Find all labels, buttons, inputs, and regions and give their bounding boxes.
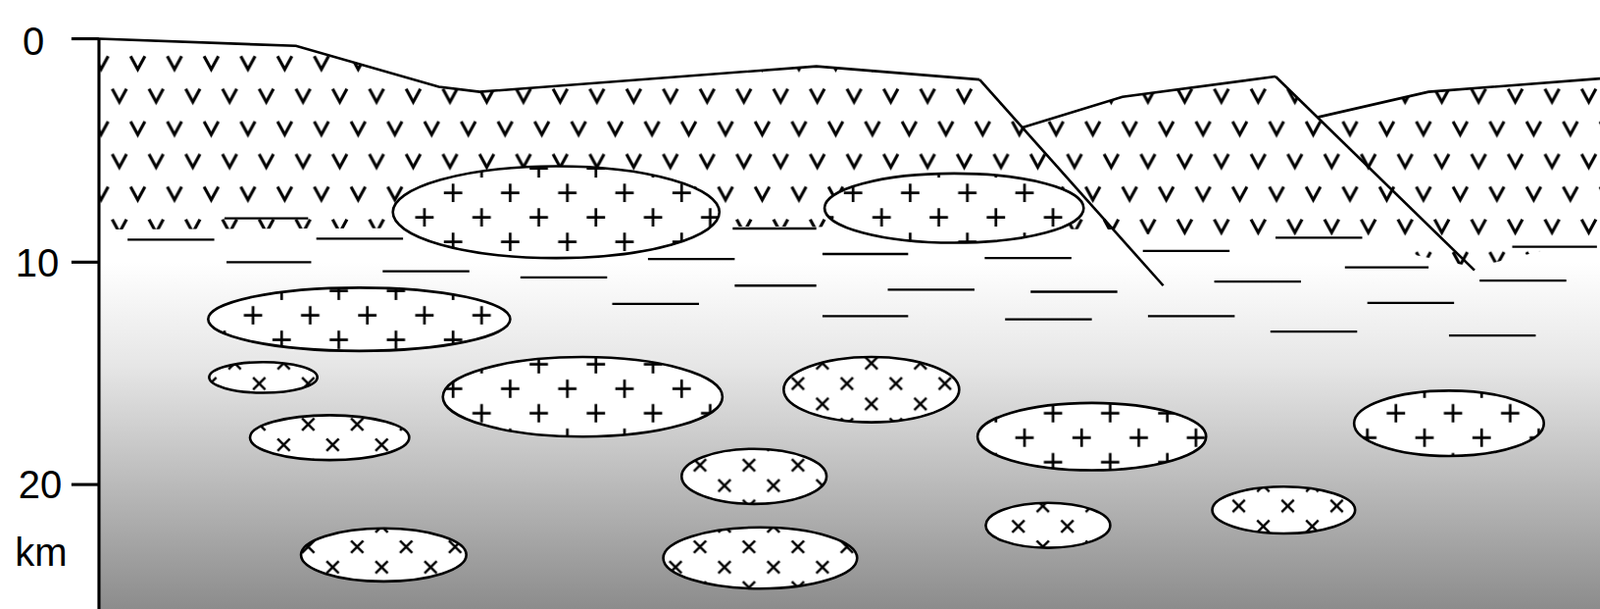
diorite-body (250, 414, 409, 460)
sediment-dash (648, 257, 735, 260)
sediment-dash (1214, 280, 1301, 283)
sediment-dash (1345, 265, 1429, 268)
sediment-dash (1270, 330, 1357, 333)
sediment-dash (382, 270, 469, 273)
diorite-body (681, 449, 827, 504)
depth-axis (97, 39, 100, 609)
sediment-dash (1030, 290, 1117, 293)
sediment-dash (1449, 334, 1536, 337)
granite-body (824, 173, 1084, 244)
diorite-body (681, 449, 827, 504)
intrusions (207, 166, 1544, 590)
sediment-dash (1143, 250, 1230, 252)
diorite-body (783, 356, 959, 423)
sediment-dash (226, 260, 311, 263)
sediment-dash (520, 276, 607, 279)
diorite-body (663, 527, 858, 589)
diorite-body (208, 361, 317, 393)
diorite-body (663, 527, 858, 589)
sediment-dash (822, 252, 908, 255)
sediment-dash (1367, 301, 1454, 304)
sediment-dash (1511, 246, 1597, 249)
granite-body (393, 166, 720, 259)
granite-body (977, 402, 1206, 471)
sediment-dash (732, 227, 816, 230)
surface-line (1317, 78, 1600, 118)
axis-tick (71, 483, 100, 487)
granite-body (1353, 390, 1545, 456)
diorite-body (1211, 486, 1355, 534)
diorite-body (985, 502, 1110, 549)
granite-body (977, 402, 1206, 471)
diorite-body (208, 361, 317, 393)
sediment-dash (1275, 236, 1362, 239)
sediment-dash (984, 256, 1071, 259)
crust-shading (99, 0, 1600, 609)
sediment-dash (888, 288, 975, 291)
fault-line (1275, 76, 1475, 271)
depth-label: 10 (15, 243, 60, 283)
axis-tick (71, 260, 100, 264)
diorite-body (783, 356, 959, 423)
granite-body (443, 356, 723, 437)
sediment-dash (1479, 279, 1566, 282)
surface-line (99, 39, 980, 93)
granite-body (207, 287, 510, 350)
depth-label: 0 (22, 21, 45, 61)
diorite-body (1211, 486, 1355, 534)
sediment-dash (822, 314, 908, 317)
granite-body (443, 356, 723, 437)
granite-body (1353, 390, 1545, 456)
sediment-dash (316, 237, 403, 240)
volcanic-layer (99, 0, 1600, 306)
surface-line (1022, 76, 1276, 128)
granite-body (824, 173, 1084, 244)
depth-label: 20 (18, 464, 63, 504)
axis-unit: km (14, 532, 67, 572)
granite-body (393, 166, 720, 259)
granite-body (207, 287, 510, 350)
axis-tick (71, 37, 100, 41)
sediment-dash (1148, 314, 1235, 317)
sediment-dash (1004, 317, 1092, 320)
sediment-dash (611, 302, 699, 305)
diorite-body (300, 528, 467, 582)
sediment-dash (734, 284, 816, 287)
diorite-body (985, 502, 1110, 549)
sediment-dash (127, 238, 214, 241)
sky (0, 0, 1600, 38)
diorite-body (300, 528, 467, 582)
diorite-body (250, 414, 409, 460)
sediment-dash (224, 216, 308, 219)
